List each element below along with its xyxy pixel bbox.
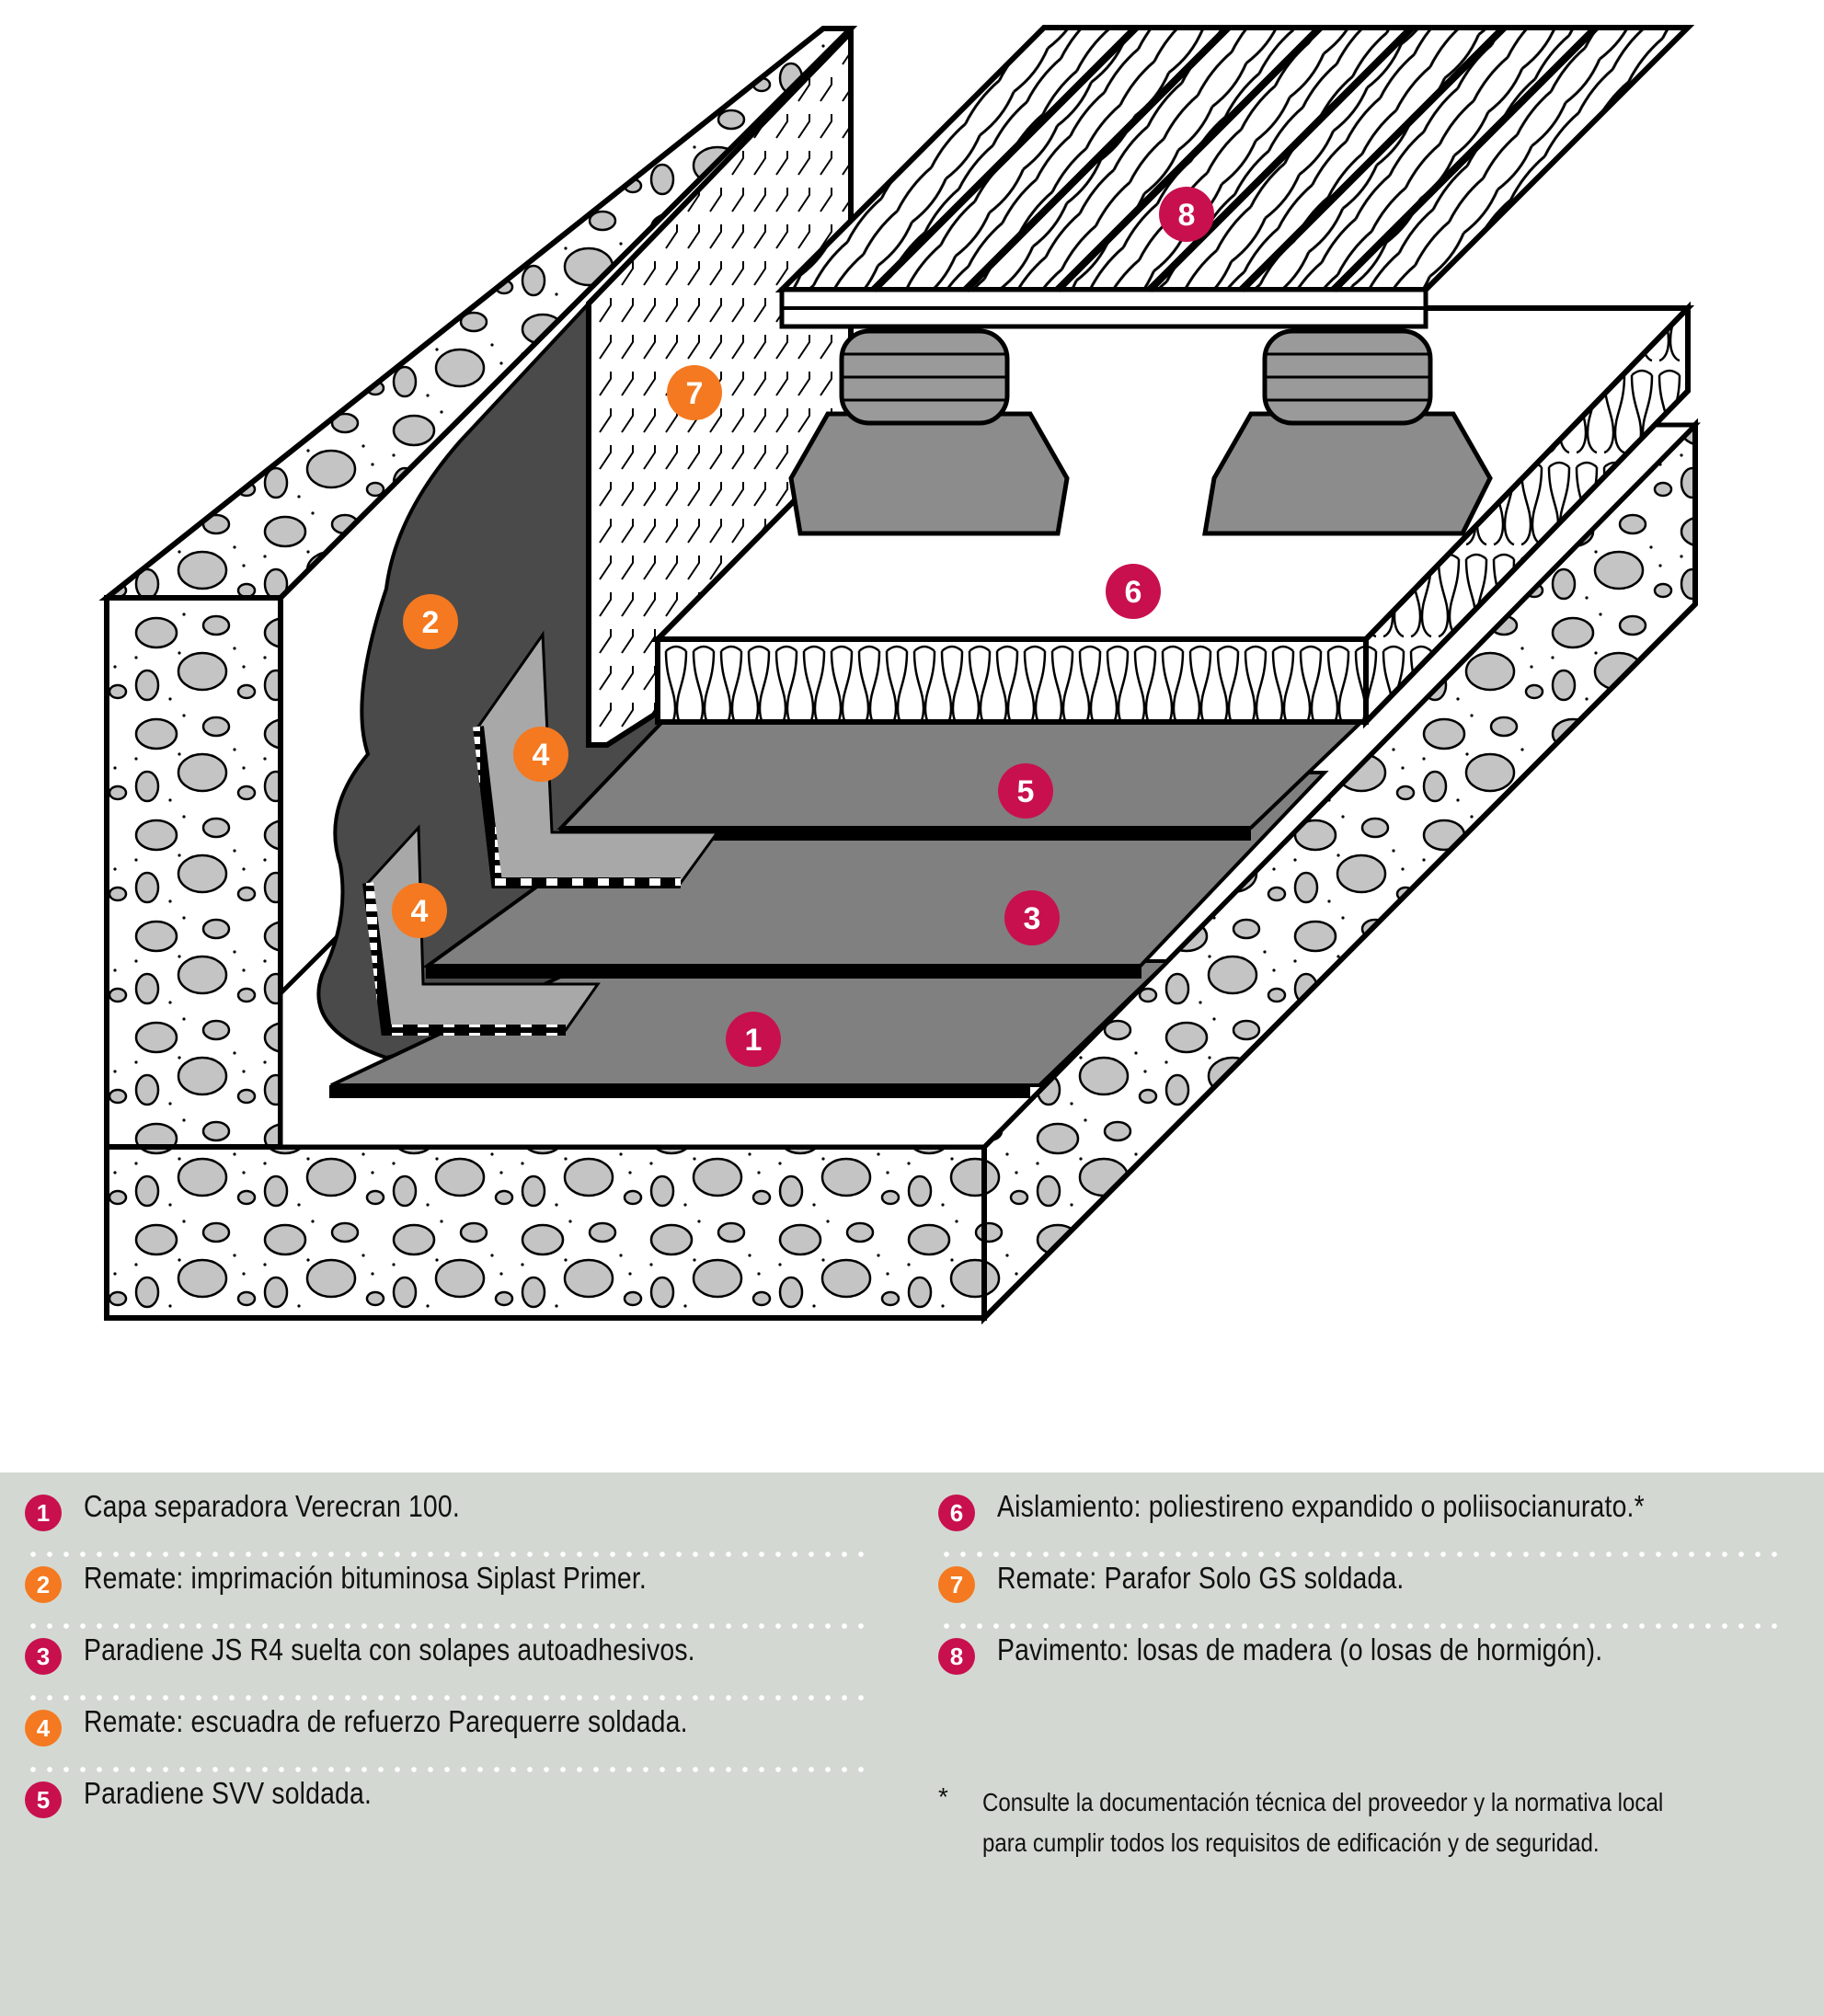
legend-column-left: 1 Capa separadora Verecran 100. 2 Remate… bbox=[25, 1485, 880, 1844]
diagram-marker-2: 2 bbox=[403, 594, 458, 649]
legend-item: 8 Pavimento: losas de madera (o losas de… bbox=[938, 1629, 1794, 1701]
legend-text: Paradiene JS R4 suelta con solapes autoa… bbox=[84, 1632, 695, 1667]
legend-text: Capa separadora Verecran 100. bbox=[84, 1489, 460, 1523]
number-badge-4: 4 bbox=[25, 1710, 62, 1747]
legend-item: 5 Paradiene SVV soldada. bbox=[25, 1772, 880, 1844]
legend-text: Aislamiento: poliestireno expandido o po… bbox=[997, 1489, 1645, 1523]
diagram-marker-7: 7 bbox=[667, 365, 722, 420]
diagram-marker-4: 4 bbox=[513, 727, 568, 782]
dotted-divider bbox=[25, 1552, 866, 1557]
marker-number: 8 bbox=[1178, 198, 1196, 233]
marker-number: 5 bbox=[1017, 774, 1035, 809]
diagram-marker-4: 4 bbox=[392, 883, 447, 938]
marker-circle bbox=[392, 883, 447, 938]
wood-decking bbox=[774, 25, 1695, 329]
legend-item: 2 Remate: imprimación bituminosa Siplast… bbox=[25, 1557, 880, 1629]
legend-panel: 1 Capa separadora Verecran 100. 2 Remate… bbox=[0, 1472, 1824, 2016]
marker-circle bbox=[1159, 187, 1214, 242]
dotted-divider bbox=[938, 1623, 1780, 1629]
diagram-marker-8: 8 bbox=[1159, 187, 1214, 242]
diagram-marker-5: 5 bbox=[998, 763, 1053, 819]
marker-number: 2 bbox=[422, 605, 440, 640]
legend-text: Remate: imprimación bituminosa Siplast P… bbox=[84, 1561, 647, 1595]
legend-column-right: 6 Aislamiento: poliestireno expandido o … bbox=[938, 1485, 1794, 1701]
legend-text: Pavimento: losas de madera (o losas de h… bbox=[997, 1632, 1603, 1667]
layer-5-paradiene-svv bbox=[556, 720, 1366, 830]
number-badge-6: 6 bbox=[938, 1495, 975, 1531]
number-badge-5: 5 bbox=[25, 1781, 62, 1818]
footnote-line-2: para cumplir todos los requisitos de edi… bbox=[982, 1828, 1600, 1857]
marker-number: 3 bbox=[1024, 901, 1041, 936]
marker-circle bbox=[1004, 890, 1060, 945]
number-badge-7: 7 bbox=[938, 1566, 975, 1603]
marker-number: 7 bbox=[686, 376, 704, 411]
marker-circle bbox=[513, 727, 568, 782]
number-badge-3: 3 bbox=[25, 1638, 62, 1675]
footnote-asterisk: * bbox=[938, 1782, 948, 1811]
dotted-divider bbox=[938, 1552, 1780, 1557]
legend-text: Paradiene SVV soldada. bbox=[84, 1776, 373, 1810]
marker-number: 1 bbox=[745, 1023, 763, 1058]
number-badge-8: 8 bbox=[938, 1638, 975, 1675]
dotted-divider bbox=[25, 1695, 866, 1701]
pedestal-right bbox=[1202, 328, 1493, 536]
legend-item: 4 Remate: escuadra de refuerzo Parequerr… bbox=[25, 1701, 880, 1772]
marker-circle bbox=[403, 594, 458, 649]
diagram-marker-1: 1 bbox=[726, 1012, 781, 1067]
diagram-marker-3: 3 bbox=[1004, 890, 1060, 945]
legend-item: 3 Paradiene JS R4 suelta con solapes aut… bbox=[25, 1629, 880, 1701]
footnote-line-1: Consulte la documentación técnica del pr… bbox=[982, 1788, 1664, 1816]
membrane-layers bbox=[329, 630, 1366, 1098]
diagram-marker-6: 6 bbox=[1106, 564, 1161, 619]
dotted-divider bbox=[25, 1623, 866, 1629]
pedestal-left bbox=[788, 328, 1070, 536]
marker-circle bbox=[1106, 564, 1161, 619]
concrete-wall bbox=[98, 26, 858, 1150]
marker-number: 6 bbox=[1125, 575, 1142, 610]
marker-circle bbox=[998, 763, 1053, 819]
legend-item: 6 Aislamiento: poliestireno expandido o … bbox=[938, 1485, 1794, 1557]
dotted-divider bbox=[25, 1767, 866, 1772]
marker-circle bbox=[667, 365, 722, 420]
number-badge-2: 2 bbox=[25, 1566, 62, 1603]
legend-item: 7 Remate: Parafor Solo GS soldada. bbox=[938, 1557, 1794, 1629]
legend-item: 1 Capa separadora Verecran 100. bbox=[25, 1485, 880, 1557]
legend-text: Remate: escuadra de refuerzo Parequerre … bbox=[84, 1704, 688, 1738]
marker-circle bbox=[726, 1012, 781, 1067]
roof-section-diagram: 1 2 3 4 4 5 6 7 8 bbox=[98, 25, 1701, 1325]
legend-text: Remate: Parafor Solo GS soldada. bbox=[997, 1561, 1405, 1595]
number-badge-1: 1 bbox=[25, 1495, 62, 1531]
marker-number: 4 bbox=[533, 738, 550, 773]
marker-number: 4 bbox=[411, 894, 429, 929]
